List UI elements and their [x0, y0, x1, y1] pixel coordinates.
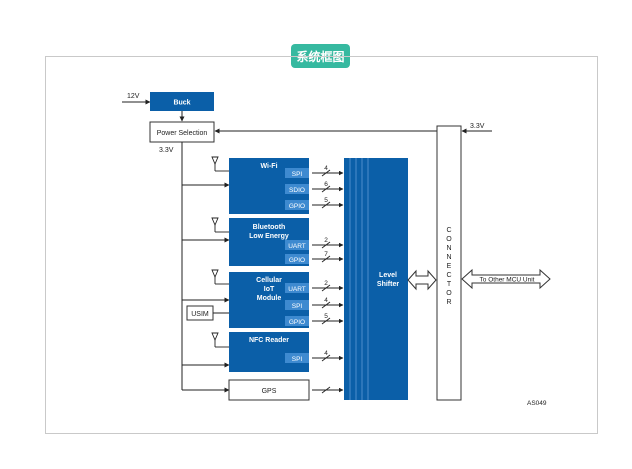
gps-bus — [312, 386, 344, 394]
diagram-frame — [45, 56, 598, 434]
ble-gpio-port — [285, 254, 309, 264]
mcu-link-arrow-icon — [461, 268, 551, 290]
cellular-title-line1: Cellular — [256, 277, 282, 284]
antenna-icon — [211, 156, 229, 172]
connector-letter: O — [446, 236, 452, 243]
cellular-spi-bus — [312, 301, 344, 309]
wifi-spi-width: 4 — [324, 165, 328, 172]
ble-uart-width: 2 — [324, 237, 328, 244]
antenna-icon — [211, 269, 229, 285]
wifi-title: Wi-Fi — [260, 163, 277, 170]
level-shifter-line2: Shifter — [377, 281, 399, 288]
level-shifter-line1: Level — [379, 272, 397, 279]
gps-label: GPS — [262, 388, 277, 395]
connector-block — [436, 125, 462, 401]
bidirectional-arrow-icon — [407, 269, 437, 291]
usim-label: USIM — [191, 311, 209, 318]
connector-letter: T — [447, 281, 452, 288]
buck-block — [150, 92, 214, 111]
ble-title-line1: Bluetooth — [253, 224, 286, 231]
cellular-gpio-label: GPIO — [289, 319, 305, 326]
ble-uart-port — [285, 240, 309, 250]
cellular-title-line2: IoT — [264, 286, 275, 293]
cellular-gpio-port — [285, 316, 309, 326]
figure-id: AS049 — [527, 400, 547, 407]
nfc-spi-bus — [312, 354, 344, 362]
v33-right-label: 3.3V — [470, 123, 485, 130]
v33-left-label: 3.3V — [159, 147, 174, 154]
cellular-uart-port — [285, 283, 309, 293]
ble-title-line2: Low Energy — [249, 233, 289, 240]
cellular-spi-label: SPI — [292, 303, 303, 310]
power-selection-label: Power Selection — [157, 130, 208, 137]
cellular-spi-width: 4 — [324, 297, 328, 304]
antenna-icon — [211, 217, 229, 233]
wifi-gpio-port — [285, 200, 309, 210]
wifi-gpio-bus — [312, 201, 344, 209]
level-shifter-block — [344, 158, 408, 400]
connector-letter: E — [447, 263, 452, 270]
buck-label: Buck — [173, 100, 190, 107]
wifi-spi-label: SPI — [292, 171, 303, 178]
connector-letter: O — [446, 290, 452, 297]
cellular-uart-width: 2 — [324, 280, 328, 287]
connector-letter: C — [446, 227, 451, 234]
wifi-spi-bus — [312, 169, 344, 177]
wifi-sdio-width: 6 — [324, 181, 328, 188]
ble-uart-label: UART — [288, 243, 306, 250]
ble-gpio-width: 7 — [324, 251, 328, 258]
ble-uart-bus — [312, 241, 344, 249]
nfc-block — [229, 332, 309, 372]
nfc-spi-width: 4 — [324, 350, 328, 357]
gps-block — [228, 379, 310, 401]
connector-letter: N — [446, 254, 451, 261]
wifi-sdio-label: SDIO — [289, 187, 305, 194]
wifi-spi-port — [285, 168, 309, 178]
ble-gpio-label: GPIO — [289, 257, 305, 264]
level-shifter-lanes — [349, 158, 369, 400]
ble-gpio-bus — [312, 255, 344, 263]
connector-letter: N — [446, 245, 451, 252]
connector-letter: R — [446, 299, 451, 306]
cellular-uart-label: UART — [288, 286, 306, 293]
other-mcu-label: To Other MCU Unit — [480, 277, 535, 284]
wifi-sdio-port — [285, 184, 309, 194]
cellular-spi-port — [285, 300, 309, 310]
wifi-gpio-label: GPIO — [289, 203, 305, 210]
wifi-gpio-width: 5 — [324, 197, 328, 204]
connector-label: C O N N E C T O R — [446, 227, 452, 306]
nfc-spi-port — [285, 353, 309, 363]
nfc-spi-label: SPI — [292, 356, 303, 363]
nfc-title: NFC Reader — [249, 337, 289, 344]
v12-label: 12V — [127, 93, 140, 100]
antenna-icon — [211, 332, 229, 348]
cellular-uart-bus — [312, 284, 344, 292]
cellular-title-line3: Module — [257, 295, 282, 302]
connector-letter: C — [446, 272, 451, 279]
cellular-gpio-width: 5 — [324, 313, 328, 320]
wifi-sdio-bus — [312, 185, 344, 193]
cellular-gpio-bus — [312, 317, 344, 325]
